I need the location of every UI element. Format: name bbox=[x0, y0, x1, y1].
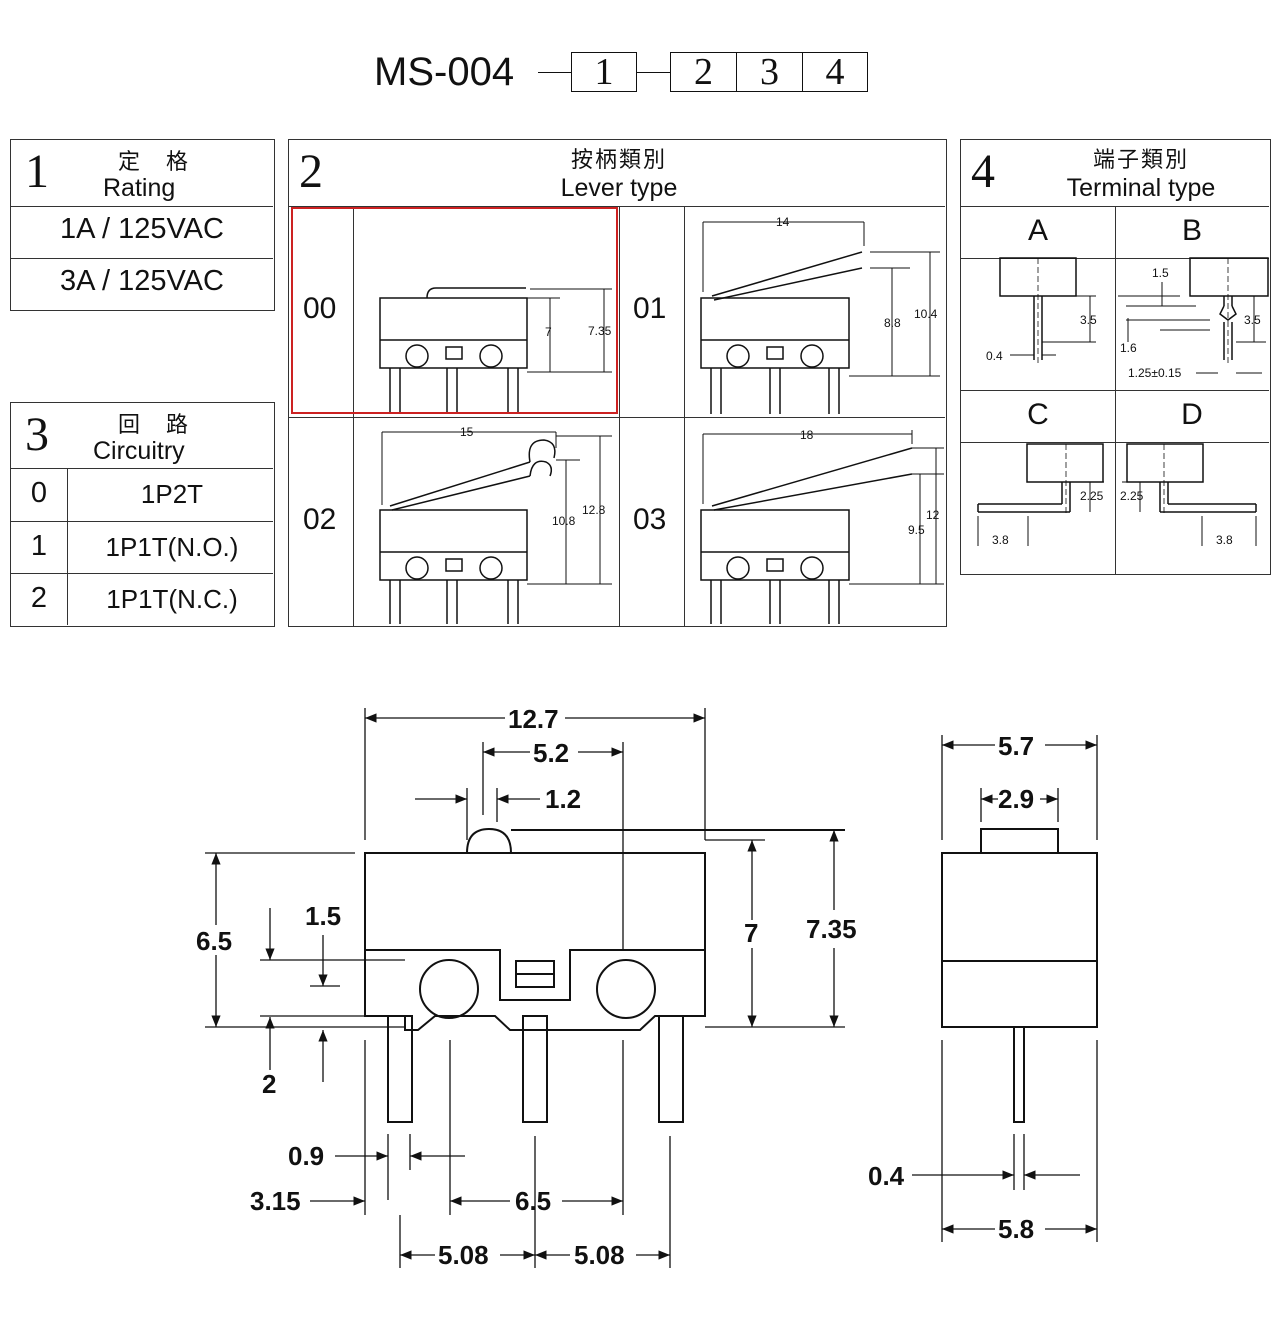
rating-section-number: 1 bbox=[25, 145, 49, 198]
circuitry-value-2: 1P1T(N.C.) bbox=[106, 584, 238, 614]
terminal-b-dim-35: 3.5 bbox=[1244, 313, 1261, 327]
terminal-title-en: Terminal type bbox=[1066, 174, 1216, 202]
terminal-title-cn: 端子類別 bbox=[1092, 148, 1189, 173]
lever-02-dim-108: 10.8 bbox=[552, 514, 576, 528]
terminal-d-dim-38: 3.8 bbox=[1216, 533, 1233, 547]
front-dim-3-15: 3.15 bbox=[250, 1186, 301, 1216]
lever-title-cn: 按柄類別 bbox=[570, 148, 667, 173]
side-dim-0-4: 0.4 bbox=[868, 1161, 905, 1191]
front-dim-6-5-width: 6.5 bbox=[515, 1186, 551, 1216]
terminal-a-dim-04: 0.4 bbox=[986, 349, 1003, 363]
side-dim-5-8: 5.8 bbox=[998, 1214, 1034, 1244]
terminal-d-drawing bbox=[1122, 443, 1257, 546]
side-dim-2-9: 2.9 bbox=[998, 784, 1034, 814]
front-dim-6-5-height: 6.5 bbox=[196, 926, 232, 956]
side-dim-5-7: 5.7 bbox=[998, 731, 1034, 761]
rating-row-1: 1A / 125VAC bbox=[60, 213, 224, 245]
terminal-type-table: 4 端子類別 Terminal type A B C D bbox=[960, 139, 1271, 575]
front-dim-5-08-left: 5.08 bbox=[438, 1240, 489, 1270]
lever-type-table: 2 按柄類別 Lever type 00 01 02 03 bbox=[288, 139, 947, 627]
lever-01-dim-104: 10.4 bbox=[914, 307, 938, 321]
lever-01-dim-14: 14 bbox=[776, 215, 790, 229]
circuitry-code-2: 2 bbox=[30, 582, 48, 614]
lever-00-dim-7: 7 bbox=[545, 325, 552, 339]
circuitry-table: 3 回 路 Circuitry 0 1P2T 1 1P1T(N.O.) 2 1P… bbox=[10, 402, 275, 627]
front-dim-5-2: 5.2 bbox=[533, 738, 569, 768]
lever-01-drawing bbox=[700, 221, 940, 414]
lever-03-dim-95: 9.5 bbox=[908, 523, 925, 537]
circuitry-section-number: 3 bbox=[25, 408, 49, 461]
circuitry-title-en: Circuitry bbox=[93, 437, 185, 465]
front-dim-1-2: 1.2 bbox=[545, 784, 581, 814]
code-connector bbox=[637, 72, 670, 73]
lever-01-dim-88: 8.8 bbox=[884, 316, 901, 330]
rating-title-en: Rating bbox=[103, 174, 176, 202]
terminal-b-dim-125: 1.25±0.15 bbox=[1128, 366, 1182, 380]
terminal-d-dim-225: 2.25 bbox=[1120, 489, 1144, 503]
lever-02-drawing bbox=[379, 431, 612, 624]
rating-title-cn: 定 格 bbox=[117, 150, 190, 175]
circuitry-code-1: 1 bbox=[30, 530, 48, 562]
lever-03-drawing bbox=[700, 430, 944, 624]
terminal-b-dim-15: 1.5 bbox=[1152, 266, 1169, 280]
terminal-code-c: C bbox=[1027, 398, 1049, 431]
lever-code-00: 00 bbox=[303, 292, 337, 325]
terminal-code-a: A bbox=[1027, 214, 1048, 247]
lever-code-01: 01 bbox=[633, 292, 667, 325]
code-box-4: 4 bbox=[802, 52, 868, 92]
terminal-code-b: B bbox=[1181, 214, 1202, 247]
terminal-b-dim-16: 1.6 bbox=[1120, 341, 1137, 355]
circuitry-title-cn: 回 路 bbox=[117, 413, 190, 438]
terminal-section-number: 4 bbox=[971, 145, 995, 198]
terminal-c-dim-38: 3.8 bbox=[992, 533, 1009, 547]
terminal-b-drawing bbox=[1118, 257, 1269, 374]
front-dim-2: 2 bbox=[262, 1069, 276, 1099]
front-dim-12-7: 12.7 bbox=[508, 704, 559, 734]
model-number: MS-004 bbox=[374, 50, 515, 94]
terminal-a-drawing bbox=[999, 257, 1096, 366]
circuitry-code-0: 0 bbox=[30, 477, 48, 509]
rating-table: 1 定 格 Rating 1A / 125VAC 3A / 125VAC bbox=[10, 139, 275, 311]
lever-00-drawing bbox=[379, 287, 612, 412]
rating-row-2: 3A / 125VAC bbox=[60, 265, 224, 297]
front-dim-7-35: 7.35 bbox=[806, 914, 857, 944]
terminal-c-drawing bbox=[977, 443, 1104, 546]
front-dim-7: 7 bbox=[744, 918, 758, 948]
lever-code-03: 03 bbox=[633, 503, 667, 536]
lever-code-02: 02 bbox=[303, 503, 337, 536]
front-dim-0-9: 0.9 bbox=[288, 1141, 324, 1171]
terminal-a-dim-35: 3.5 bbox=[1080, 313, 1097, 327]
circuitry-value-0: 1P2T bbox=[140, 479, 204, 509]
terminal-code-d: D bbox=[1181, 398, 1203, 431]
lever-title-en: Lever type bbox=[560, 174, 678, 202]
lever-02-dim-15: 15 bbox=[460, 425, 474, 439]
code-connector bbox=[538, 72, 572, 73]
lever-03-dim-18: 18 bbox=[800, 428, 814, 442]
front-dim-1-5: 1.5 bbox=[305, 901, 341, 931]
front-dim-5-08-right: 5.08 bbox=[574, 1240, 625, 1270]
lever-02-dim-128: 12.8 bbox=[582, 503, 606, 517]
circuitry-value-1: 1P1T(N.O.) bbox=[105, 532, 239, 562]
code-box-1: 1 bbox=[571, 52, 637, 92]
terminal-c-dim-225: 2.25 bbox=[1080, 489, 1104, 503]
selected-option-highlight bbox=[291, 207, 618, 414]
lever-00-dim-735: 7.35 bbox=[588, 324, 612, 338]
lever-section-number: 2 bbox=[299, 145, 323, 198]
lever-03-dim-12: 12 bbox=[926, 508, 940, 522]
